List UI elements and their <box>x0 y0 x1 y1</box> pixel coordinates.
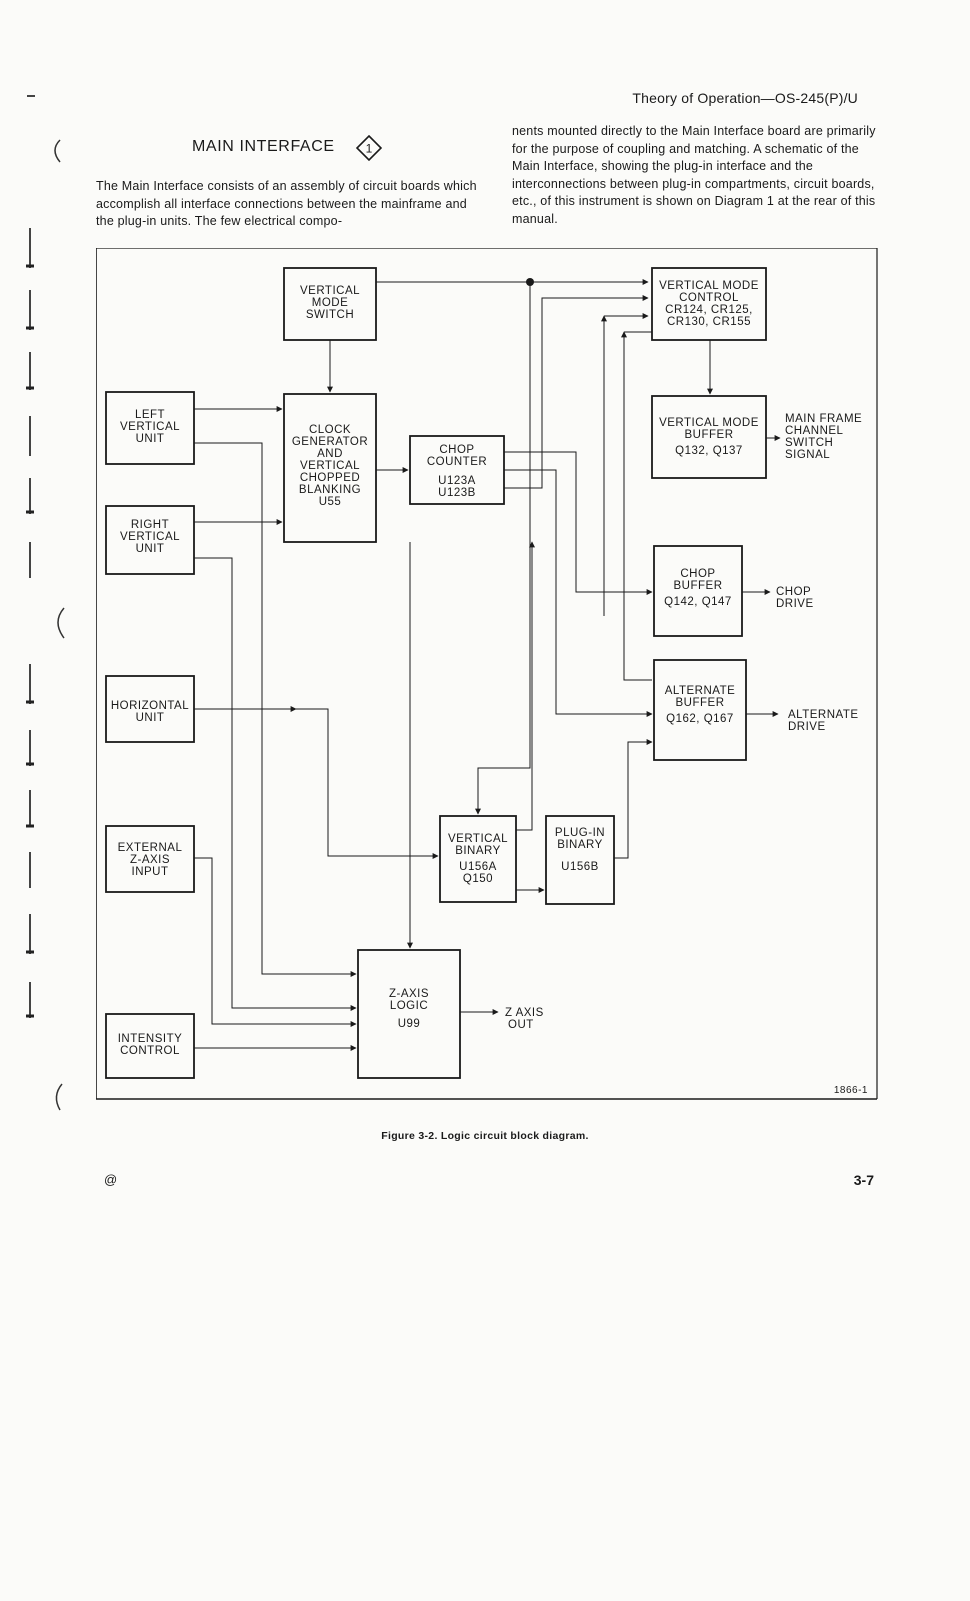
alternate-buffer-block <box>653 659 747 761</box>
body-paragraph-left: The Main Interface consists of an assemb… <box>96 179 477 228</box>
clock-generator-block <box>283 393 377 543</box>
right-vertical-unit-block <box>105 505 195 575</box>
chop-buffer-block <box>653 545 743 637</box>
diagram-number: 1 <box>366 142 373 156</box>
figure-caption: Figure 3-2. Logic circuit block diagram. <box>381 1130 589 1142</box>
figure-number: 1866-1 <box>834 1085 868 1096</box>
vertical-mode-control-block <box>651 267 767 341</box>
vertical-mode-buffer-block <box>651 395 767 479</box>
plugin-binary-block <box>545 815 615 905</box>
running-title: Theory of Operation—OS-245(P)/U <box>632 90 858 106</box>
body-paragraph-right: nents mounted directly to the Main Inter… <box>512 124 876 226</box>
external-z-axis-input-block <box>105 825 195 893</box>
diagram-frame <box>96 248 877 1100</box>
vertical-binary-block <box>439 815 517 903</box>
z-axis-logic-block <box>357 949 461 1079</box>
page-number: 3-7 <box>853 1172 874 1188</box>
junction-dot <box>526 278 534 286</box>
binding-edge-marks <box>26 95 65 1111</box>
footer-mark: @ <box>104 1172 118 1187</box>
section-title: MAIN INTERFACE <box>192 138 335 155</box>
diagram-number-icon: 1 <box>356 135 382 161</box>
intensity-control-block <box>105 1013 195 1079</box>
left-vertical-unit-block <box>105 391 195 465</box>
